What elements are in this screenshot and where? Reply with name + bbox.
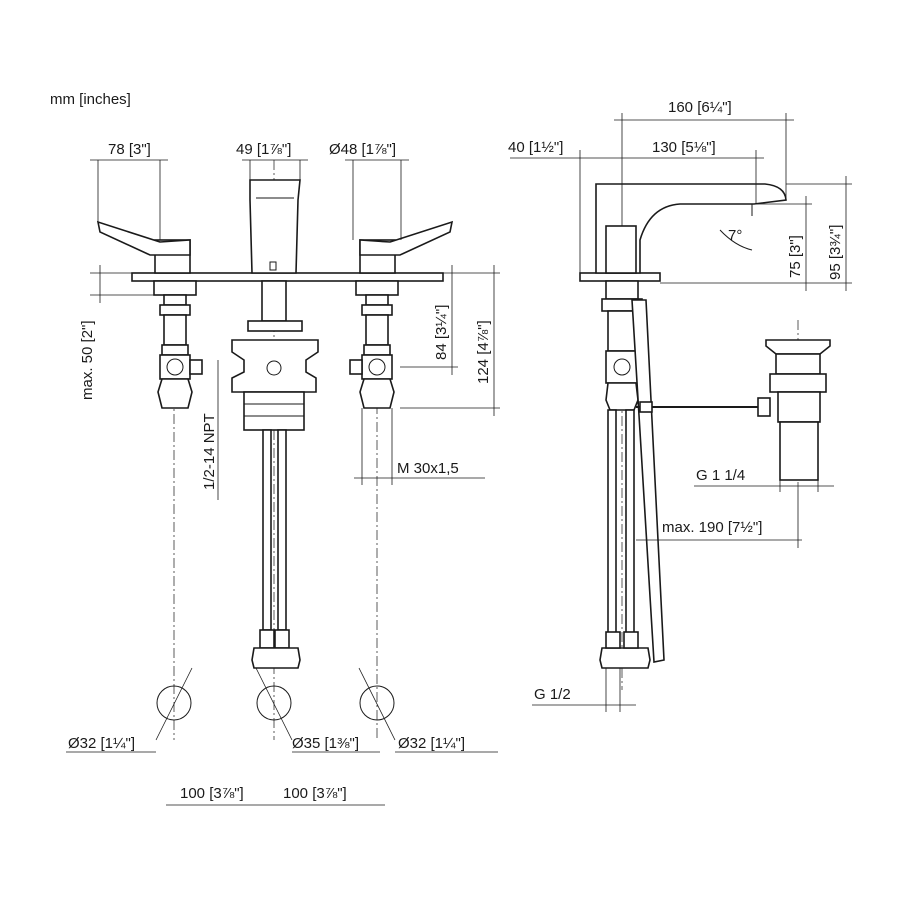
dim-rod-max: max. 190 [7½"] [662,519,762,536]
hole-right-circle [359,685,395,721]
dim-spacing-right: 100 [3⅞"] [283,785,347,802]
dim-spacing-left: 100 [3⅞"] [180,785,244,802]
left-handle [96,220,191,274]
dim-hole-center: Ø35 [1⅜"] [292,735,359,752]
dim-handle-width: 78 [3"] [108,141,151,158]
dim-total-height: 95 [3¾"] [827,225,844,280]
dim-thread-npt: 1/2-14 NPT [201,413,218,490]
dim-handle-diameter: Ø48 [1⅞"] [329,141,396,158]
dim-overall-length: 160 [6¼"] [668,99,732,116]
dim-supply-thread: G 1/2 [534,686,571,703]
dim-setback: 40 [1½"] [508,139,563,156]
dim-height-124: 124 [4⅞"] [475,320,492,384]
left-valve [153,280,203,409]
side-view: 7° 160 [6¼"] [508,99,852,712]
side-spout [595,183,787,274]
drain [757,339,831,481]
dim-spout-width: 49 [1⅞"] [236,141,291,158]
units-label: mm [inches] [50,91,131,108]
right-valve [349,280,399,409]
deck-plate [131,272,444,282]
hole-left-circle [156,685,192,721]
spout [249,179,301,274]
dim-deck-max: max. 50 [2"] [79,320,96,400]
dim-spout-height: 75 [3"] [787,235,804,278]
dim-hole-left: Ø32 [1¼"] [68,735,135,752]
supply-hoses [251,429,301,669]
dim-spout-reach: 130 [5⅛"] [652,139,716,156]
side-deck-plate [579,272,661,282]
dim-height-84: 84 [3¼"] [433,305,450,360]
dim-hole-right: Ø32 [1¼"] [398,735,465,752]
front-view: 78 [3"] 49 [1⅞"] Ø48 [1⅞"] max. 50 [2"] … [66,141,500,806]
hole-center-circle [256,685,292,721]
right-handle [359,220,454,274]
dim-thread-m30: M 30x1,5 [397,460,459,477]
center-body [231,280,319,431]
dim-spout-angle: 7° [728,227,742,244]
dim-drain-thread: G 1 1/4 [696,467,745,484]
